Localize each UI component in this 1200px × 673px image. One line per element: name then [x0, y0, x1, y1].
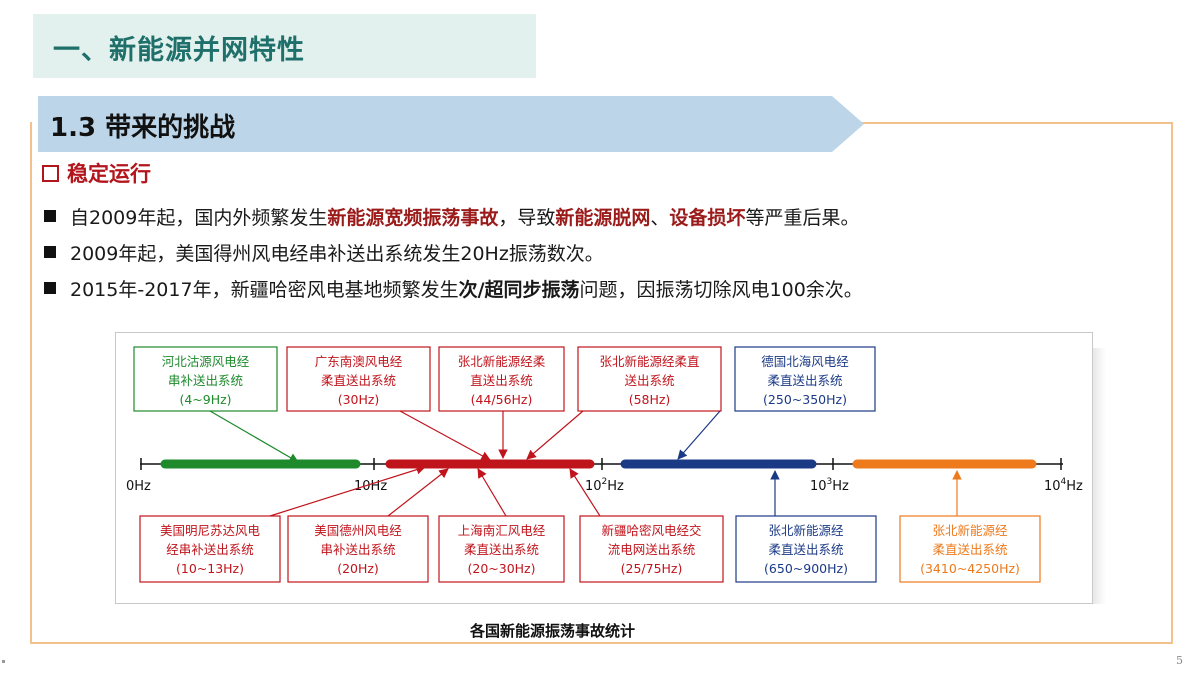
- event-arrow: [477, 468, 507, 517]
- title-bar: 一、新能源并网特性: [33, 14, 536, 78]
- event-label-line: 串补送出系统: [168, 373, 243, 388]
- event-label-line: 柔直送出系统: [321, 373, 396, 388]
- event-box-bottom: [735, 515, 877, 583]
- bullet-text-segment: 自2009年起，国内外频繁发生: [70, 206, 328, 229]
- event-label-line: (4~9Hz): [179, 392, 231, 407]
- bullet-square-icon: [44, 210, 56, 222]
- event-label-line: 送出系统: [624, 373, 674, 388]
- section-label: 稳定运行: [67, 162, 151, 186]
- event-box-bottom: [899, 515, 1041, 583]
- bullet-text-segment: 新能源脱网: [555, 206, 651, 229]
- subtitle: 1.3 带来的挑战: [50, 113, 236, 143]
- event-box-bottom: [287, 515, 429, 583]
- bullet-square-icon: [44, 282, 56, 294]
- checkbox-square-icon: [42, 164, 59, 182]
- banner-arrow-shape: [38, 96, 864, 152]
- axis-tick-label: 10Hz: [354, 479, 387, 494]
- event-label-line: (58Hz): [629, 392, 671, 407]
- content-frame: [30, 122, 1173, 644]
- event-label-line: (25/75Hz): [621, 561, 683, 576]
- bullet-text-segment: 新能源宽频振荡事故: [327, 206, 499, 229]
- content-frame-top-edge: [860, 122, 1173, 124]
- bullet-item: 2015年-2017年，新疆哈密风电基地频繁发生次/超同步振荡问题，因振荡切除风…: [44, 270, 1164, 306]
- bullet-item: 自2009年起，国内外频繁发生新能源宽频振荡事故，导致新能源脱网、设备损坏等严重…: [44, 198, 1164, 234]
- event-label-line: 经串补送出系统: [166, 542, 254, 557]
- event-label-line: 美国德州风电经: [314, 523, 402, 538]
- bullet-square-icon: [44, 246, 56, 258]
- slide-title: 一、新能源并网特性: [53, 35, 305, 66]
- event-label-line: (44/56Hz): [471, 392, 533, 407]
- event-box-top: [438, 346, 565, 412]
- event-box-top: [577, 346, 722, 412]
- section-heading: 稳定运行: [42, 158, 151, 188]
- event-box-bottom: [139, 515, 281, 583]
- axis-tick-label: 103Hz: [810, 477, 849, 494]
- event-arrow: [209, 410, 299, 463]
- page-number: 5: [1176, 654, 1183, 667]
- event-label-line: (650~900Hz): [764, 561, 848, 576]
- event-box-top: [286, 346, 431, 412]
- bullet-item: 2009年起，美国得州风电经串补送出系统发生20Hz振荡数次。: [44, 234, 1164, 270]
- event-label-line: (20Hz): [337, 561, 379, 576]
- event-box-bottom: [438, 515, 565, 583]
- event-arrow: [269, 465, 426, 517]
- event-label-line: 柔直送出系统: [932, 542, 1007, 557]
- figure-shadow: [1093, 348, 1106, 604]
- event-label-line: 流电网送出系统: [608, 542, 696, 557]
- event-label-line: (30Hz): [338, 392, 380, 407]
- bullet-text-segment: 设备损坏: [669, 206, 746, 229]
- event-arrow: [387, 468, 449, 517]
- corner-mark: [2, 660, 5, 663]
- event-label-line: 直送出系统: [470, 373, 533, 388]
- event-arrow: [569, 468, 601, 517]
- event-label-line: 串补送出系统: [320, 542, 395, 557]
- event-label-line: 张北新能源经柔: [458, 354, 546, 369]
- event-arrow: [677, 410, 721, 460]
- figure-box: [115, 332, 1093, 604]
- event-label-line: 张北新能源经: [932, 523, 1008, 538]
- event-label-line: 广东南澳风电经: [315, 354, 403, 369]
- event-label-line: 德国北海风电经: [761, 354, 849, 369]
- event-label-line: 柔直送出系统: [768, 542, 843, 557]
- bullet-text-segment: 等严重后果。: [745, 206, 860, 229]
- event-label-line: 张北新能源经柔直: [599, 354, 699, 369]
- event-box-top: [133, 346, 278, 412]
- axis-tick-label: 0Hz: [126, 479, 151, 494]
- event-label-line: 柔直送出系统: [767, 373, 842, 388]
- event-box-top: [734, 346, 876, 412]
- event-label-line: 新疆哈密风电经交: [601, 523, 701, 538]
- event-label-line: 张北新能源经: [768, 523, 844, 538]
- axis-tick-label: 104Hz: [1044, 477, 1083, 494]
- event-label-line: (250~350Hz): [763, 392, 847, 407]
- bullet-list: 自2009年起，国内外频繁发生新能源宽频振荡事故，导致新能源脱网、设备损坏等严重…: [44, 198, 1164, 306]
- event-label-line: (3410~4250Hz): [920, 561, 1020, 576]
- event-label-line: 柔直送出系统: [464, 542, 539, 557]
- event-label-line: (10~13Hz): [176, 561, 244, 576]
- bullet-text-segment: 2015年-2017年，新疆哈密风电基地频繁发生: [70, 278, 459, 301]
- event-arrow: [399, 410, 491, 461]
- bullet-text-segment: ，导致: [498, 206, 556, 229]
- event-arrow: [526, 410, 584, 460]
- event-label-line: 美国明尼苏达风电: [160, 523, 261, 538]
- axis-tick-label: 102Hz: [585, 477, 624, 494]
- event-label-line: (20~30Hz): [468, 561, 536, 576]
- event-label-line: 上海南汇风电经: [458, 523, 546, 538]
- bullet-text-segment: 次/超同步振荡: [458, 278, 580, 301]
- figure-caption: 各国新能源振荡事故统计: [470, 622, 636, 640]
- bullet-text-segment: 、: [650, 206, 670, 229]
- event-box-bottom: [579, 515, 724, 583]
- subtitle-banner: 1.3 带来的挑战: [38, 96, 866, 152]
- event-label-line: 河北沽源风电经: [162, 354, 250, 369]
- bullet-text-segment: 问题，因振荡切除风电100余次。: [579, 278, 863, 301]
- bullet-text-segment: 2009年起，美国得州风电经串补送出系统发生20Hz振荡数次。: [70, 242, 604, 265]
